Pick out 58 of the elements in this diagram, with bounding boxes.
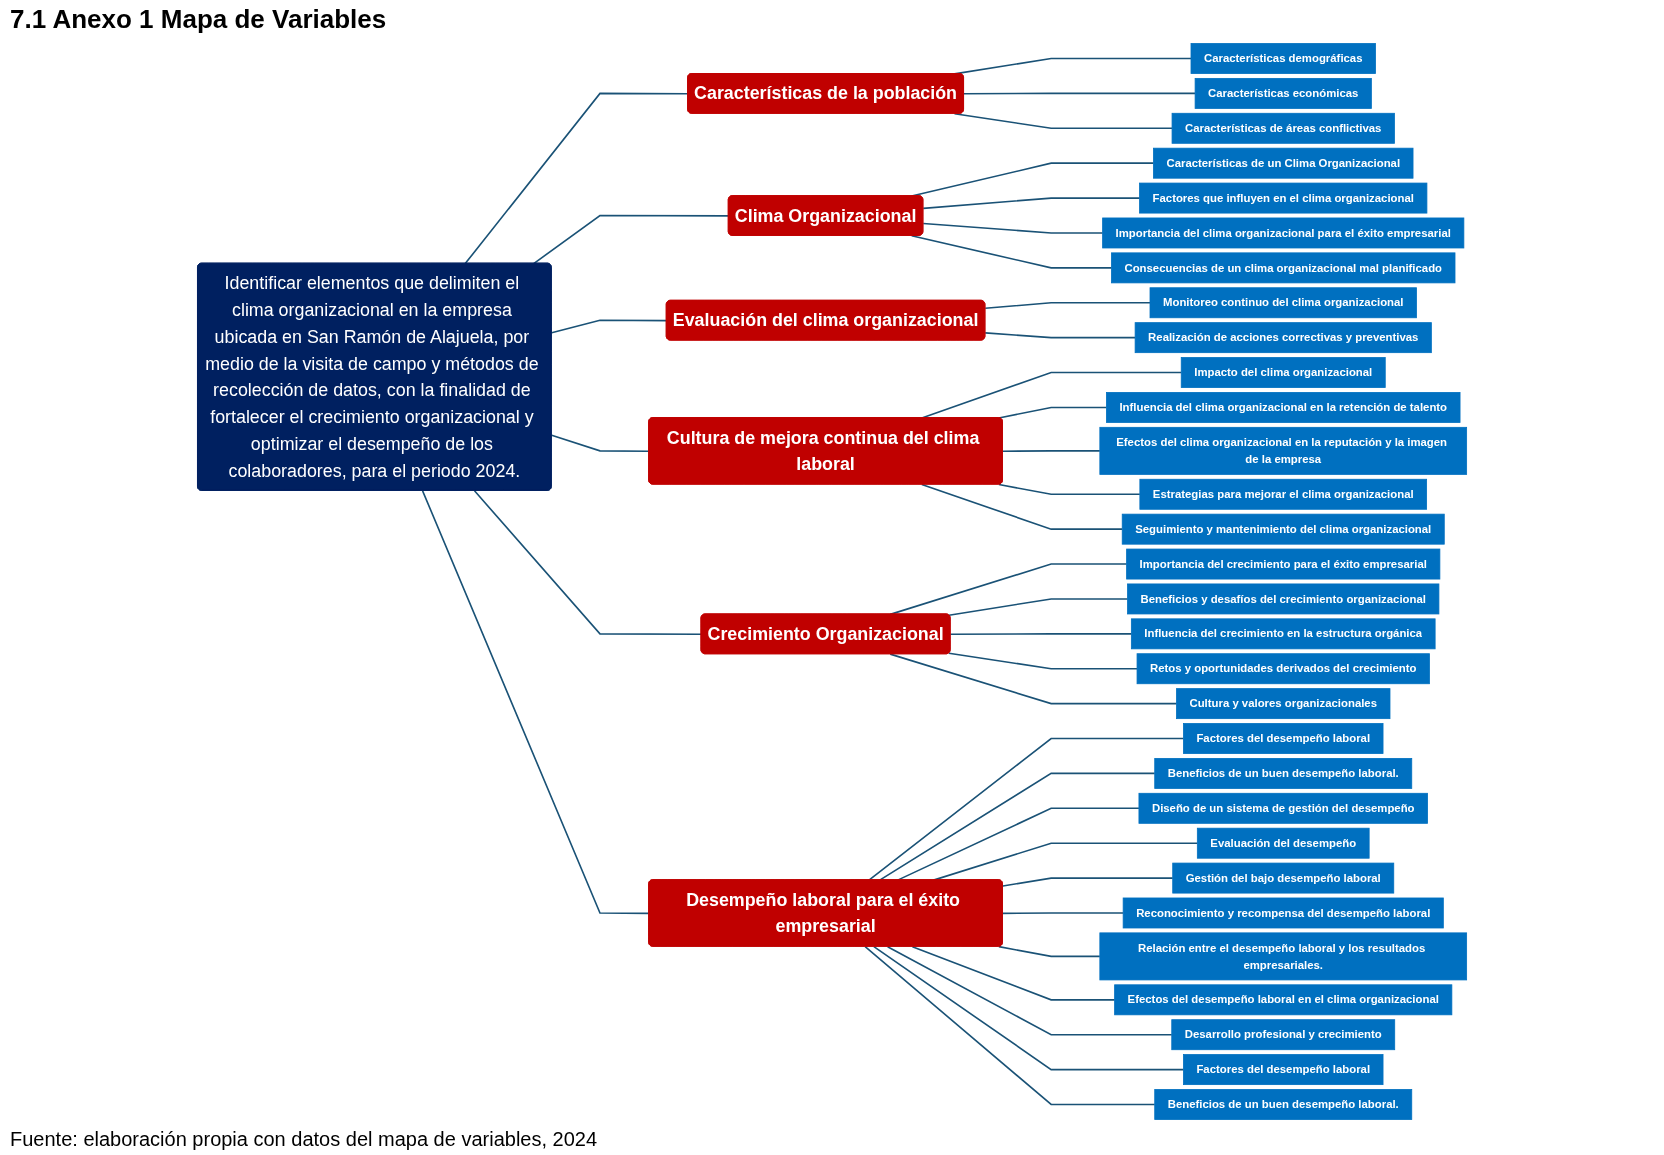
connector [1002,450,1101,453]
connector [963,92,1196,95]
node-box: Consecuencias de un clima organizacional mal planificado [1111,252,1456,284]
connector [421,490,650,915]
connector [984,301,1151,310]
node-box: Realización de acciones correctivas y preventivas [1134,322,1432,354]
node-box: Beneficios de un buen desempeño laboral. [1154,758,1413,789]
node-box: Influencia del clima organizacional en la retención de talento [1105,392,1461,423]
node-box: Monitoreo continuo del clima organizacional [1149,287,1417,319]
node-box: Cultura y valores organizacionales [1176,688,1391,720]
node-box: Retos y oportunidades derivados del crecimiento [1136,653,1430,685]
connector [949,633,1133,636]
node-box: Factores del desempeño laboral [1182,723,1384,754]
connector [998,945,1101,958]
node-box: Características demográficas [1190,43,1376,74]
connector [948,598,1129,617]
node-box: Desarrollo profesional y crecimiento [1171,1019,1396,1051]
connector [464,92,689,265]
node-box: Características de un Clima Organizacional [1153,147,1414,179]
connector [889,653,1178,705]
node-box: Importancia del crecimiento para el éxito empresarial [1126,548,1441,580]
node-box: Características económicas [1194,78,1372,109]
node-box: Reconocimiento y recompensa del desempeño laboral [1122,897,1444,929]
node-box: Efectos del desempeño laboral en el clima organizacional [1114,984,1453,1016]
connector [532,214,730,265]
connector [911,945,1116,1001]
connector [550,434,650,453]
connector [1002,877,1174,887]
connector [1002,912,1124,915]
diagram-title: 7.1 Anexo 1 Mapa de Variables [10,4,388,35]
node-box: Importancia del clima organizacional para el éxito empresarial [1102,217,1465,249]
connector [948,652,1138,670]
node-box: Diseño de un sistema de gestión del desempeño [1138,792,1428,824]
node-box: Impacto del clima organizacional [1180,357,1386,388]
connector [864,945,1156,1106]
source-caption: Fuente: elaboración propia con datos del mapa de variables, 2024 [10,1128,599,1151]
connector [886,945,1173,1036]
connector [868,737,1185,881]
node-box: Factores del desempeño laboral [1182,1054,1384,1085]
connector [984,332,1136,339]
node-box: Relación entre el desempeño laboral y los resultados empresariales. [1099,932,1467,981]
connector [998,406,1108,419]
node-box: Beneficios y desafíos del crecimiento organizacional [1127,583,1440,615]
connector [550,319,668,334]
connector [878,772,1156,881]
node-box: Gestión del bajo desempeño laboral [1172,862,1395,894]
connector [922,197,1141,210]
node-box: Influencia del crecimiento en la estructura orgánica [1130,618,1436,650]
node-box: Factores que influyen en el clima organizacional [1139,182,1428,214]
node-box: Efectos del clima organizacional en la reputación y la imagen de la empresa [1099,426,1467,475]
connector [922,222,1104,234]
node-box: Estrategias para mejorar el clima organizacional [1139,478,1427,510]
node-box: Características de áreas conflictivas [1171,112,1395,144]
connector [998,483,1141,496]
connector [873,945,1185,1071]
node-box: Beneficios de un buen desempeño laboral. [1154,1089,1413,1120]
node-box: Evaluación del desempeño [1196,827,1370,859]
node-box: Seguimiento y mantenimiento del clima organizacional [1121,513,1445,545]
